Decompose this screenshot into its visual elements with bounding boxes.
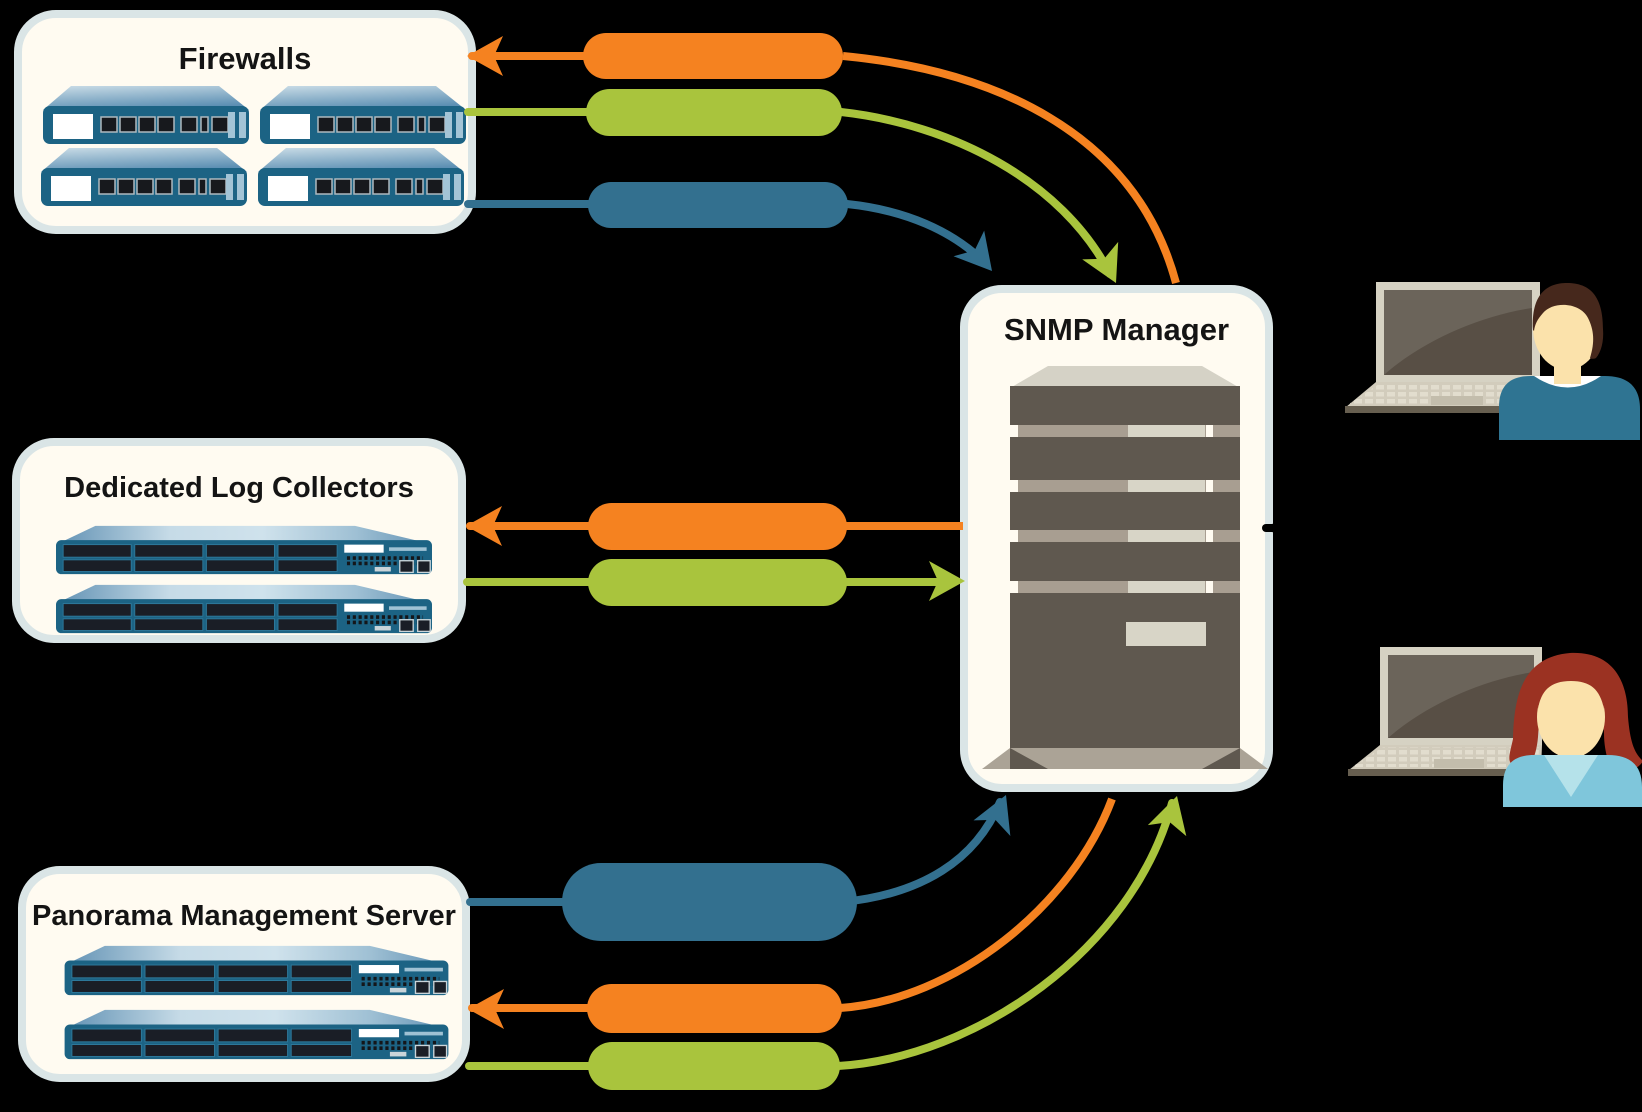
log-collector-icon: [56, 525, 432, 575]
firewall-icon: [260, 86, 466, 144]
admin-user-icon: [1499, 283, 1640, 440]
admin-user-1-group: [1345, 282, 1640, 440]
pill-collectors-orange: [588, 503, 847, 550]
arrowhead-into-snmp-blue-bottom: [973, 795, 1011, 836]
line-firewalls-orange-right: [842, 52, 1180, 285]
log-collector-icon: [56, 584, 432, 634]
arrowhead-into-snmp-green-bottom: [1147, 796, 1187, 837]
pill-panorama-orange: [587, 984, 842, 1033]
pill-panorama-green: [588, 1042, 840, 1090]
arrowhead-into-panorama-orange: [468, 989, 504, 1029]
firewalls-title: Firewalls: [178, 41, 312, 76]
pill-firewalls-green: [586, 89, 842, 136]
admin-user-icon: [1503, 652, 1642, 807]
panorama-appliance-icon: [64, 945, 449, 996]
firewall-icon: [43, 86, 249, 144]
line-panorama-orange-right: [839, 797, 1116, 1012]
laptop-icon: [1348, 647, 1542, 776]
pill-firewalls-blue: [588, 182, 848, 228]
arrowhead-into-snmp-blue-top: [953, 230, 992, 271]
panorama-box: Panorama Management Server: [18, 866, 470, 1082]
firewall-icon: [41, 148, 247, 206]
pill-firewalls-orange: [583, 33, 843, 79]
admin-user-2-group: [1348, 647, 1642, 807]
panorama-appliance-icon: [64, 1009, 449, 1060]
server-tower-icon: [982, 366, 1268, 769]
arrowhead-into-collectors-orange: [466, 506, 502, 546]
line-firewalls-green-right: [837, 108, 1114, 278]
snmp-manager-title: SNMP Manager: [1003, 312, 1230, 347]
line-panorama-green-right: [834, 799, 1176, 1070]
pill-collectors-green: [588, 559, 847, 606]
snmp-manager-box: SNMP Manager: [960, 285, 1273, 792]
firewalls-box: Firewalls: [14, 10, 476, 234]
pill-panorama-blue: [562, 863, 857, 941]
log-collectors-box: Dedicated Log Collectors: [12, 438, 466, 643]
laptop-icon: [1345, 282, 1540, 413]
log-collectors-title: Dedicated Log Collectors: [64, 472, 414, 504]
panorama-title: Panorama Management Server: [32, 900, 456, 932]
firewall-icon: [258, 148, 464, 206]
line-panorama-blue-right: [839, 798, 1004, 906]
line-firewalls-blue-right: [843, 200, 989, 267]
